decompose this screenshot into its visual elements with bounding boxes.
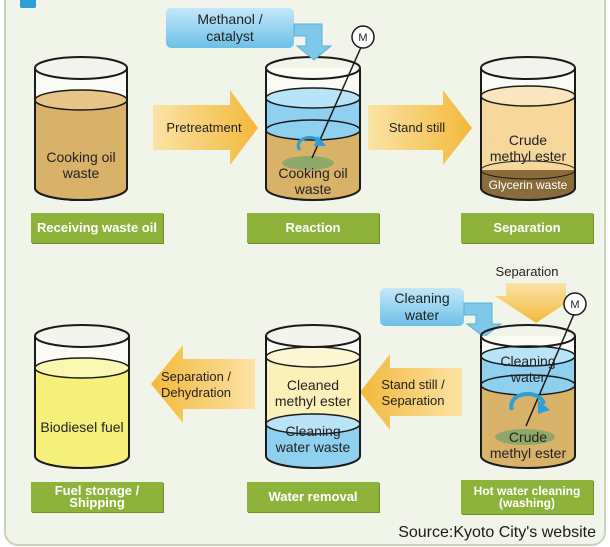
washing-bottom-2: methyl ester (490, 445, 567, 461)
stage-water-removal: Water removal (247, 482, 379, 512)
receiving-content-1: Cooking oil (46, 149, 115, 165)
stage-reaction: Reaction (247, 213, 379, 243)
svg-text:Methanol /: Methanol / (197, 11, 262, 27)
svg-text:catalyst: catalyst (206, 28, 254, 44)
motor-reaction-icon: M (351, 25, 375, 49)
motor-washing-icon: M (563, 292, 587, 316)
washing-top-2: water (510, 369, 546, 385)
label-stand-still-separation-1: Stand still / (381, 377, 445, 392)
label-separation-dehydration-2: Dehydration (161, 385, 231, 400)
washing-stir-icon (509, 391, 546, 411)
arrow-stand-still: Stand still (368, 90, 472, 165)
stage-hot-water-cleaning: Hot water cleaning (washing) (461, 480, 593, 514)
svg-text:Cleaning: Cleaning (394, 290, 449, 306)
fuel-content: Biodiesel fuel (40, 419, 123, 435)
arrow-separation-dehydration: Separation / Dehydration (151, 345, 255, 423)
label-separation-arrow: Separation (496, 264, 559, 279)
source-credit: Source:Kyoto City's website (398, 524, 596, 541)
tank-reaction: Cooking oil waste (265, 44, 363, 201)
washing-top-1: Cleaning (500, 353, 555, 369)
receiving-content-2: waste (62, 165, 100, 181)
water-removal-bottom-1: Cleaning (285, 423, 340, 439)
title-marker-icon (20, 0, 36, 8)
tank-separation: Crude methyl ester Glycerin waste (480, 56, 576, 201)
label-pretreatment: Pretreatment (166, 120, 242, 135)
arrow-pretreatment: Pretreatment (153, 90, 258, 165)
input-cleaning-water: Cleaning water (380, 288, 503, 338)
separation-bottom: Glycerin waste (489, 178, 568, 192)
washing-bottom-1: Crude (509, 429, 547, 445)
tank-receiving: Cooking oil waste (34, 56, 128, 201)
separation-top-1: Crude (509, 132, 547, 148)
water-removal-top-2: methyl ester (275, 393, 352, 409)
washing-stirrer-shaft (525, 313, 575, 427)
water-removal-top-1: Cleaned (287, 377, 339, 393)
svg-text:M: M (358, 32, 367, 44)
tank-washing: Cleaning water Crude methyl ester (480, 313, 576, 469)
separation-top-2: methyl ester (490, 148, 567, 164)
reaction-content-1: Cooking oil (278, 165, 347, 181)
svg-text:M: M (570, 299, 579, 311)
arrow-separation-down: Separation (495, 264, 577, 323)
input-methanol-catalyst: Methanol / catalyst (166, 8, 333, 61)
label-separation-dehydration-1: Separation / (161, 369, 231, 384)
stage-fuel-storage-shipping: Fuel storage / Shipping (31, 482, 163, 512)
svg-text:water: water (404, 307, 440, 323)
methanol-flow-arrow-icon (293, 23, 333, 61)
label-stand-still: Stand still (389, 120, 445, 135)
stage-separation: Separation (461, 213, 593, 243)
water-removal-bottom-2: water waste (275, 439, 351, 455)
stage-receiving-waste-oil: Receiving waste oil (31, 213, 163, 243)
arrow-stand-still-separation: Stand still / Separation (360, 354, 462, 430)
tank-fuel: Biodiesel fuel (34, 324, 130, 469)
reaction-content-2: waste (294, 181, 332, 197)
tank-water-removal: Cleaned methyl ester Cleaning water wast… (265, 324, 361, 469)
label-stand-still-separation-2: Separation (382, 393, 445, 408)
